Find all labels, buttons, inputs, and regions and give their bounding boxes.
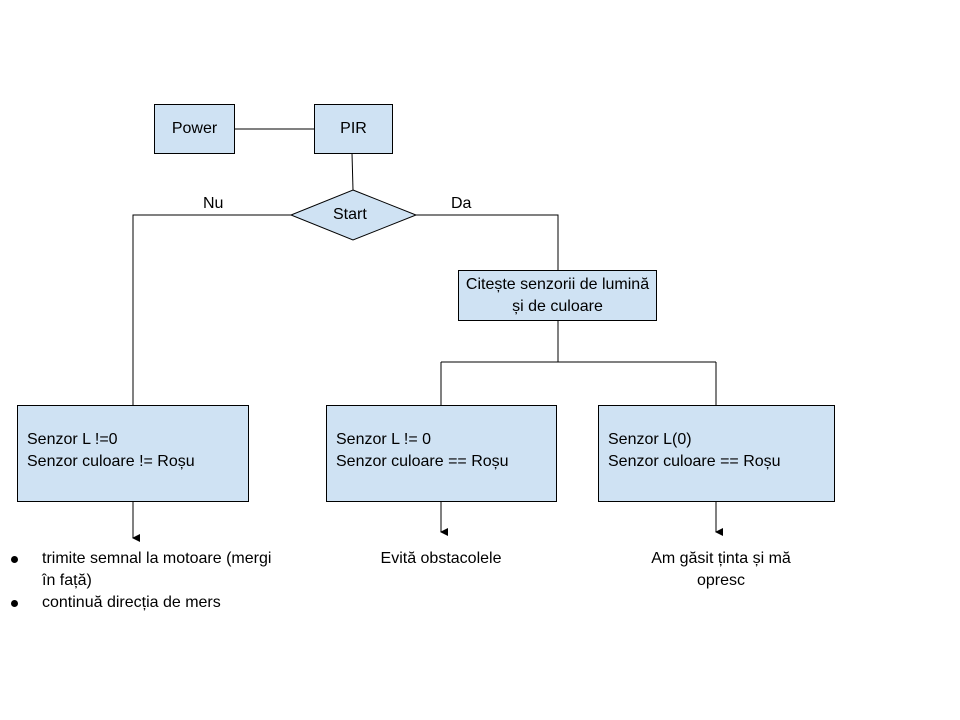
condition-right-line-1: Senzor L(0) <box>608 431 692 448</box>
start-diamond <box>289 189 418 241</box>
read-sensors-label: Citește senzorii de lumină și de culoare <box>465 275 650 315</box>
condition-right-line-2: Senzor culoare == Roșu <box>608 453 781 470</box>
read-sensors-node: Citește senzorii de lumină și de culoare <box>458 270 657 321</box>
pir-label: PIR <box>340 120 367 137</box>
no-branch-connector <box>132 214 291 405</box>
yes-branch-label: Da <box>451 195 472 212</box>
power-label: Power <box>171 120 218 137</box>
pir-start-connector <box>351 152 354 191</box>
left-outcome-list: trimite semnal la motoare (mergi în față… <box>8 548 278 614</box>
condition-right-node: Senzor L(0) Senzor culoare == Roșu <box>598 405 835 502</box>
start-label: Start <box>333 206 367 223</box>
middle-outcome-text: Evită obstacolele <box>380 550 502 567</box>
right-outcome-text: Am găsit ținta și mă opresc <box>651 550 791 589</box>
left-outcome-item: continuă direcția de mers <box>8 592 278 614</box>
pir-node: PIR <box>314 104 393 154</box>
condition-left-line-2: Senzor culoare != Roșu <box>27 453 195 470</box>
power-node: Power <box>154 104 235 154</box>
condition-middle-line-2: Senzor culoare == Roșu <box>336 453 509 470</box>
left-outcome-item: trimite semnal la motoare (mergi în față… <box>8 548 278 592</box>
condition-left-line-1: Senzor L !=0 <box>27 431 118 448</box>
condition-middle-line-1: Senzor L != 0 <box>336 431 432 448</box>
condition-left-node: Senzor L !=0 Senzor culoare != Roșu <box>17 405 249 502</box>
condition-middle-node: Senzor L != 0 Senzor culoare == Roșu <box>326 405 557 502</box>
yes-branch-connector <box>416 214 559 270</box>
no-branch-label: Nu <box>203 195 224 212</box>
